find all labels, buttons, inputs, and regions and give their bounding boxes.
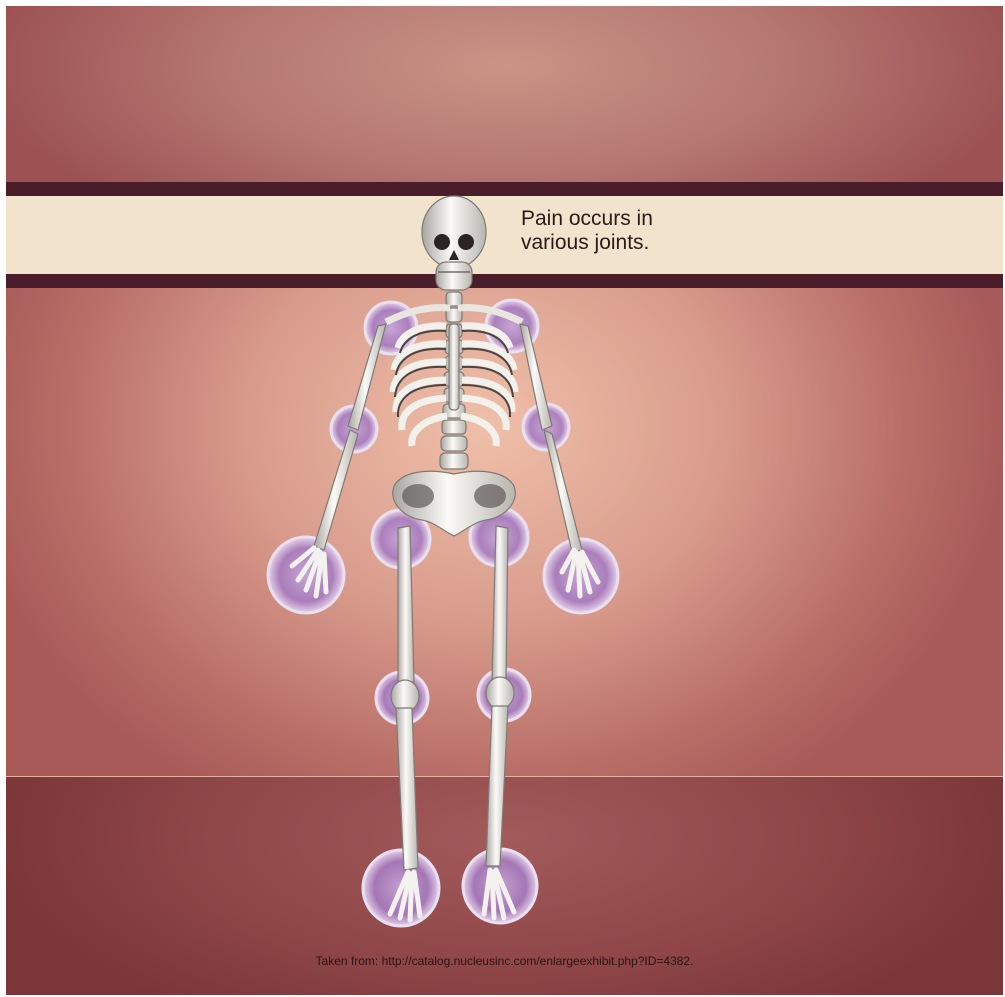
right-kneecap — [486, 677, 514, 709]
left-kneecap — [391, 680, 419, 712]
joint-highlights — [268, 300, 618, 926]
right-tibia — [486, 706, 508, 866]
jaw — [436, 262, 472, 290]
left-tibia — [396, 708, 418, 870]
sternum — [449, 324, 459, 410]
left-eye-socket — [434, 234, 450, 250]
right-eye-socket — [458, 234, 474, 250]
illustration-frame: Pain occurs in various joints. Taken fro… — [6, 6, 1003, 995]
joint-highlight-left-wrist — [268, 537, 344, 613]
skeleton-illustration — [6, 6, 1003, 995]
right-forearm — [544, 430, 582, 552]
left-forearm — [314, 430, 358, 550]
legs — [391, 526, 514, 870]
pelvis-shadow-right — [474, 484, 506, 508]
caption-text: Pain occurs in various joints. — [521, 207, 821, 255]
source-note: Taken from: http://catalog.nucleusinc.co… — [6, 954, 1003, 968]
pelvis-shadow-left — [402, 484, 434, 508]
